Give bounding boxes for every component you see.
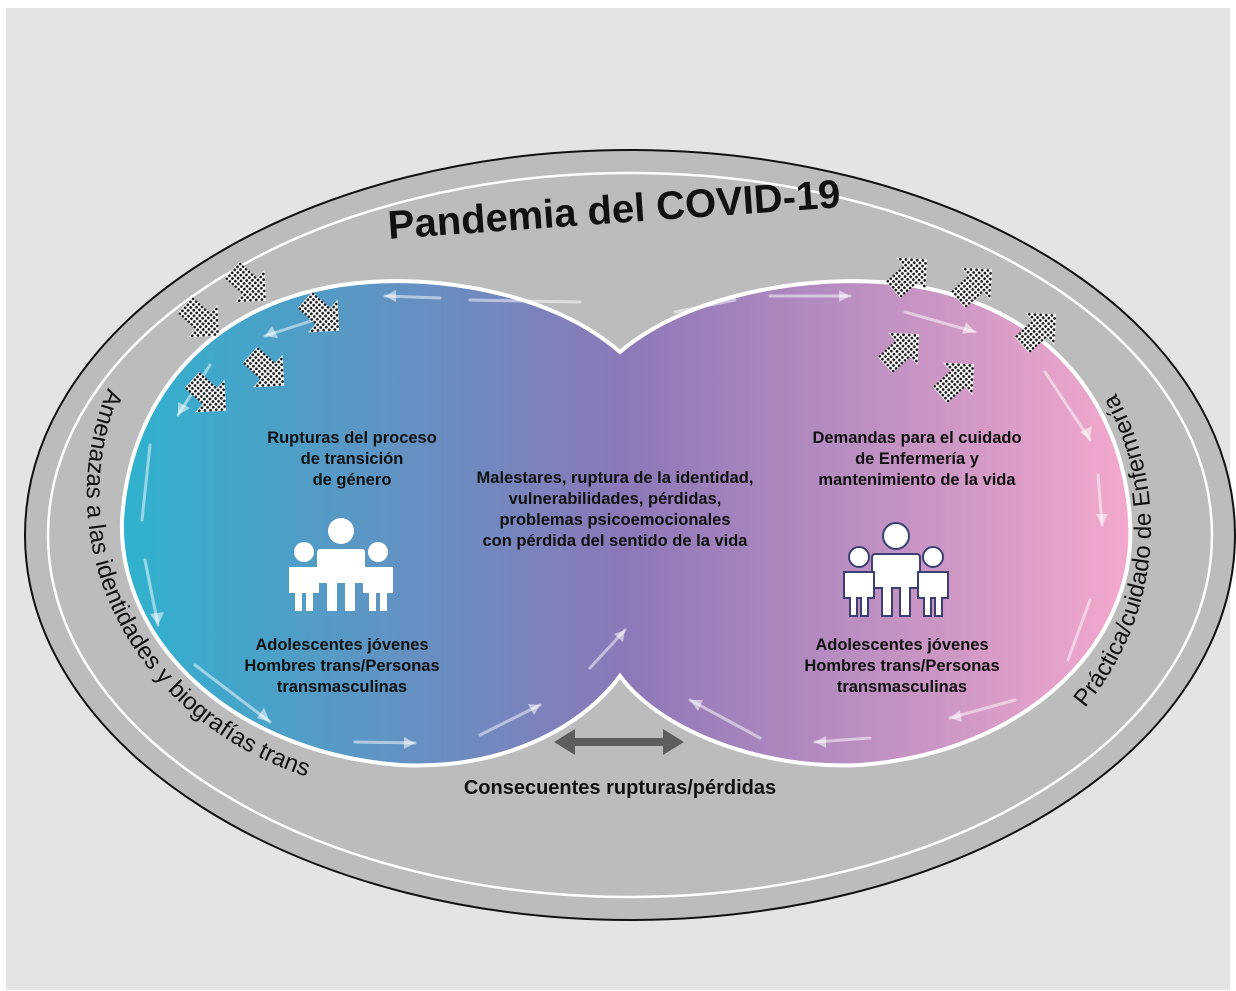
people-group-icon-shape: [289, 518, 393, 611]
circulation-arrowhead: [614, 630, 625, 642]
left-population-line: Adolescentes jóvenes: [255, 636, 428, 654]
dotted-arrow-icon: [877, 332, 920, 374]
center-line: Malestares, ruptura de la identidad,: [477, 469, 754, 487]
circulation-arrowhead: [257, 708, 270, 722]
people-group-icon: [289, 518, 393, 611]
circulation-arrow: [193, 663, 272, 724]
circulation-arrowhead: [1080, 426, 1092, 440]
dotted-arrow-icon: [932, 362, 975, 404]
right-heading-line: mantenimiento de la vida: [818, 471, 1016, 489]
right-population-line: transmasculinas: [837, 678, 967, 696]
circulation-arrowhead: [690, 700, 703, 711]
center-text: Malestares, ruptura de la identidad, vul…: [477, 469, 754, 550]
left-population-line: Hombres trans/Personas: [244, 657, 439, 675]
circulation-arrow: [673, 298, 737, 314]
circulation-arrowhead: [385, 290, 396, 302]
double-arrow-icon: [554, 729, 684, 755]
circulation-arrowhead: [950, 710, 962, 722]
right-population-line: Adolescentes jóvenes: [815, 636, 988, 654]
people-group-icon: [843, 522, 949, 617]
circulation-arrowhead: [178, 402, 190, 415]
circulation-arrowhead: [265, 326, 278, 338]
circulation-arrowhead: [404, 737, 415, 749]
right-population: Adolescentes jóvenes Hombres trans/Perso…: [804, 636, 999, 696]
bottom-label: Consecuentes rupturas/pérdidas: [464, 777, 776, 799]
left-heading-line: de género: [313, 471, 392, 489]
left-heading-line: Rupturas del proceso: [267, 429, 437, 447]
circulation-arrow: [688, 698, 762, 740]
right-heading-line: de Enfermería y: [855, 450, 980, 468]
dotted-arrow-icon: [1014, 312, 1057, 354]
right-heading: Demandas para el cuidado de Enfermería y…: [812, 429, 1021, 489]
dotted-arrow-icon: [177, 296, 220, 338]
center-line: problemas psicoemocionales: [499, 511, 730, 529]
outward-arrows: [877, 257, 1057, 404]
circulation-arrowhead: [1096, 514, 1108, 525]
dotted-arrow-icon: [885, 257, 928, 299]
circulation-arrow: [478, 703, 542, 737]
center-line: vulnerabilidades, pérdidas,: [509, 490, 722, 508]
dotted-arrow-icon: [184, 371, 227, 413]
dotted-arrow-icon: [224, 261, 267, 303]
circulation-arrowheads: [150, 290, 1108, 749]
center-line: con pérdida del sentido de la vida: [483, 532, 749, 550]
left-heading-line: de transición: [301, 450, 404, 468]
circulation-arrowhead: [962, 322, 975, 334]
dotted-arrow-icon: [242, 346, 285, 388]
left-population-line: transmasculinas: [277, 678, 407, 696]
circulation-arrow: [468, 298, 582, 304]
dotted-arrow-icon: [297, 291, 340, 333]
circulation-arrow: [140, 443, 152, 522]
people-group-icon-shape: [843, 522, 949, 617]
dotted-arrow-icon: [950, 267, 993, 309]
right-heading-line: Demandas para el cuidado: [812, 429, 1021, 447]
circulation-arrowhead: [528, 704, 540, 715]
circulation-arrow: [1066, 598, 1092, 662]
left-population: Adolescentes jóvenes Hombres trans/Perso…: [244, 636, 439, 696]
inner-ring-line: [46, 171, 1214, 899]
double-arrow-shape: [554, 729, 684, 755]
circulation-arrowhead: [815, 736, 826, 748]
inward-arrows: [177, 261, 340, 413]
circulation-arrowhead: [839, 290, 850, 302]
circulation-arrow: [1043, 370, 1092, 442]
circulation-arrow: [903, 310, 977, 334]
left-heading: Rupturas del proceso de transición de gé…: [267, 429, 437, 489]
right-population-line: Hombres trans/Personas: [804, 657, 999, 675]
circulation-arrowhead: [150, 612, 164, 625]
